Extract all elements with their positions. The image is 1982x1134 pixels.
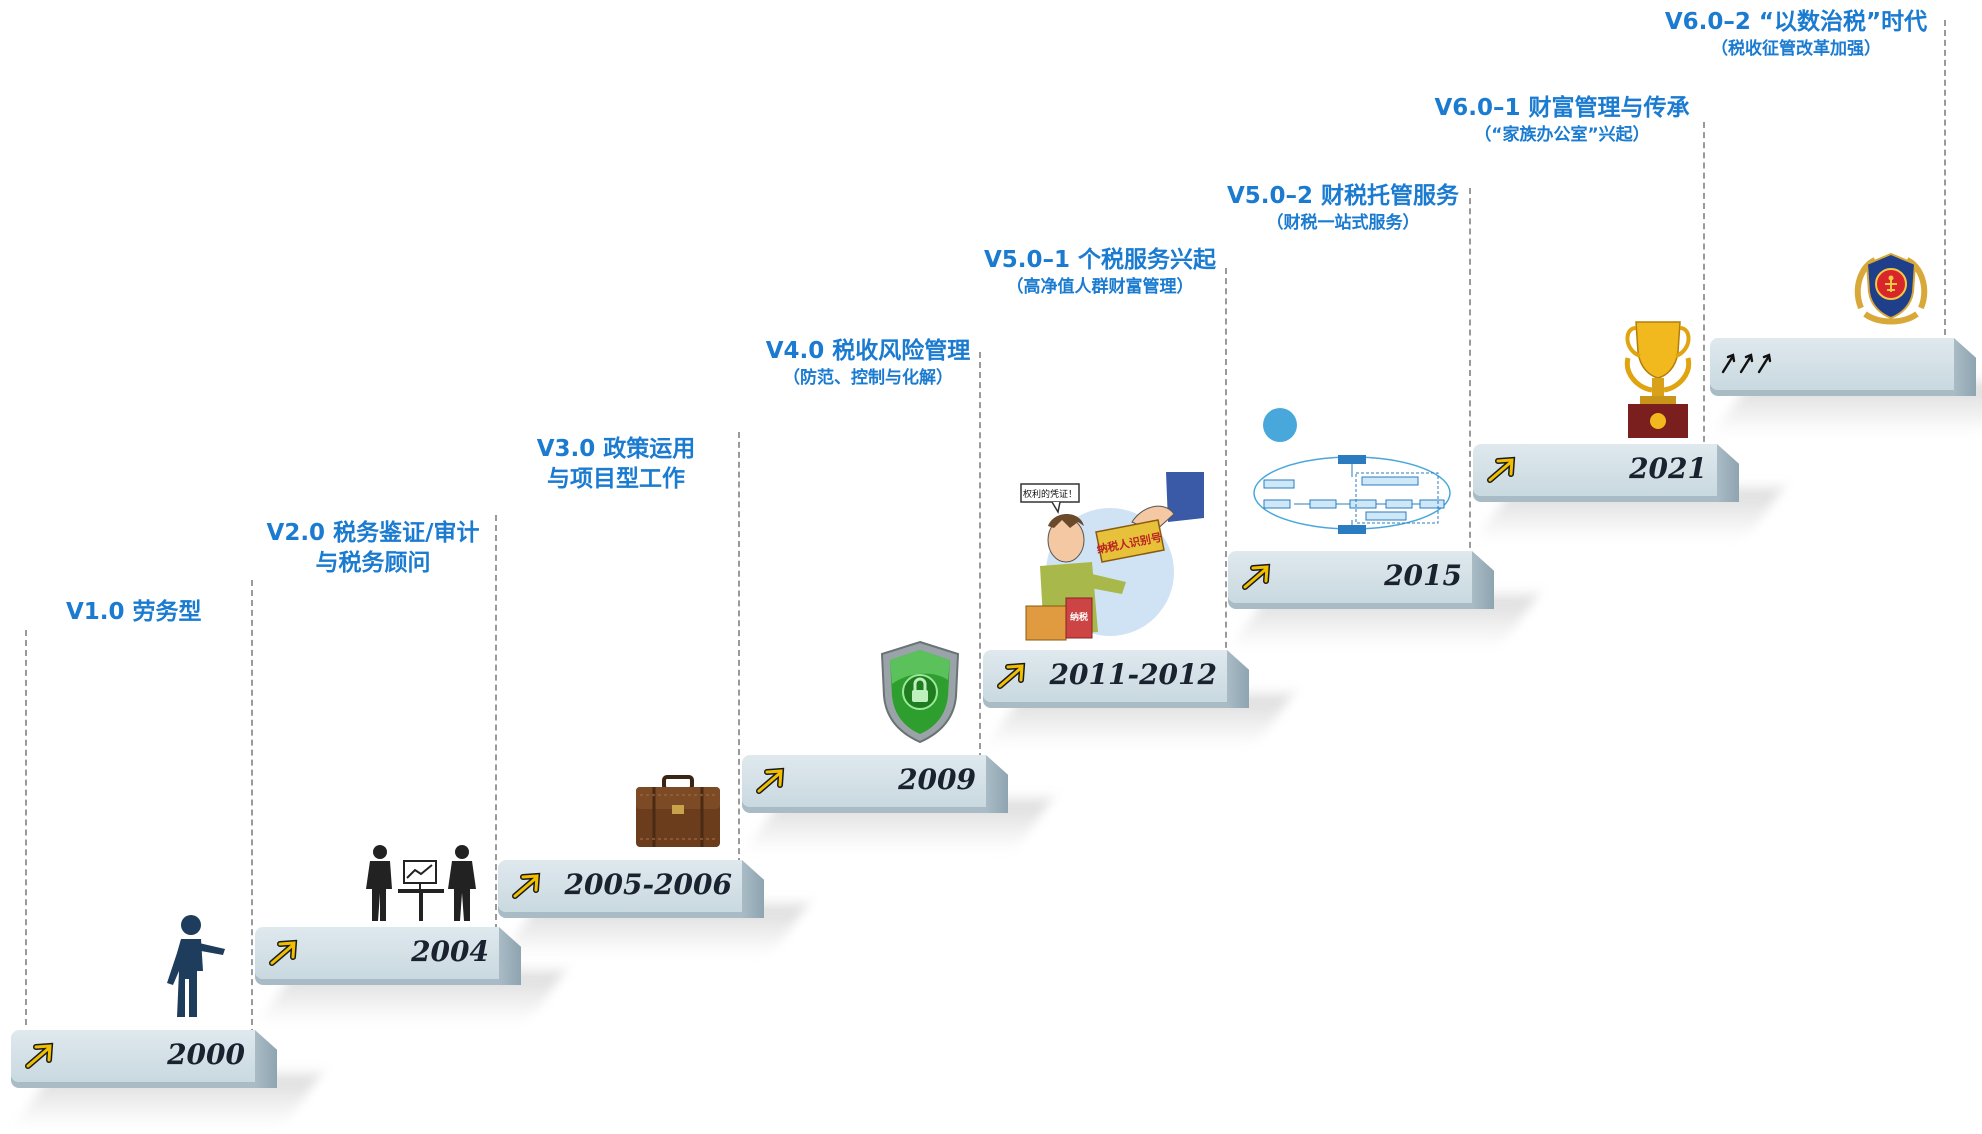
divider-line <box>495 515 497 930</box>
stage-subtitle: （财税一站式服务） <box>1266 213 1420 233</box>
arrow-icon <box>995 658 1029 692</box>
stage-subtitle: （“家族办公室”兴起） <box>1474 125 1650 145</box>
stage-label-v5-1: V5.0–1 个税服务兴起 （高净值人群财富管理） <box>978 245 1222 299</box>
stage-label-v5-2: V5.0–2 财税托管服务 （财税一站式服务） <box>1222 181 1464 235</box>
stage-title: V2.0 税务鉴证/审计 <box>266 520 480 546</box>
arrow-icon <box>754 763 788 797</box>
stage-title: V6.0–2 “以数治税”时代 <box>1664 9 1928 35</box>
step-year: 2005-2006 <box>564 868 732 901</box>
stage-label-v4: V4.0 税收风险管理 （防范、控制与化解） <box>758 336 978 390</box>
meeting-people-icon <box>362 843 480 923</box>
stage-title: V6.0–1 财富管理与传承 <box>1434 95 1690 121</box>
divider-line <box>1469 188 1471 558</box>
stage-subtitle: （防范、控制与化解） <box>783 368 953 388</box>
arrow-icon <box>1240 559 1274 593</box>
step-2005-2006: 2005-2006 <box>498 860 809 956</box>
step-year: 2004 <box>411 935 489 968</box>
stage-label-v2: V2.0 税务鉴证/审计 与税务顾问 <box>259 518 487 578</box>
arrow-icon <box>510 868 544 902</box>
cartoon-bubble-text: 权利的凭证！ <box>1023 488 1077 500</box>
national-emblem-icon <box>1851 248 1931 328</box>
stage-label-v6-1: V6.0–1 财富管理与传承 （“家族办公室”兴起） <box>1428 93 1696 147</box>
step-2000: 2000 <box>11 1030 322 1126</box>
step-2015: 2015 <box>1228 551 1539 647</box>
divider-line <box>1703 122 1705 452</box>
stage-subtitle: （高净值人群财富管理） <box>1006 277 1194 297</box>
stage-subtitle: （税收征管改革加强） <box>1711 39 1881 59</box>
step-2009: 2009 <box>742 755 1053 851</box>
step-year: 2009 <box>898 763 976 796</box>
process-flowchart-icon <box>1250 405 1454 545</box>
stage-title: V3.0 政策运用 <box>536 436 696 462</box>
step-year: 2015 <box>1384 559 1462 592</box>
step-year: 2021 <box>1629 452 1707 485</box>
triple-arrow-icon <box>1718 346 1778 380</box>
step-year: 2011-2012 <box>1049 658 1217 691</box>
divider-line <box>1225 268 1227 658</box>
stage-label-v3: V3.0 政策运用 与项目型工作 <box>524 434 708 494</box>
step-year: 2000 <box>167 1038 245 1071</box>
divider-line <box>251 580 253 1035</box>
divider-line <box>1944 20 1946 335</box>
briefcase-icon <box>634 775 722 849</box>
walking-person-icon <box>163 913 233 1023</box>
stage-label-v1: V1.0 劳务型 <box>66 597 202 627</box>
stage-title: V5.0–2 财税托管服务 <box>1226 183 1460 209</box>
arrow-icon <box>1485 452 1519 486</box>
stage-label-v6-2: V6.0–2 “以数治税”时代 （税收征管改革加强） <box>1658 7 1934 61</box>
divider-line <box>25 630 27 1025</box>
trophy-icon <box>1620 318 1696 440</box>
step-2004: 2004 <box>255 927 566 1023</box>
arrow-icon <box>23 1038 57 1072</box>
step-2021: 2021 <box>1473 444 1784 540</box>
tax-cartoon-icon: 权利的凭证！ 纳税人识别号 纳税 <box>1018 470 1206 648</box>
cartoon-envelope-text: 纳税 <box>1070 611 1088 623</box>
stage-title: V5.0–1 个税服务兴起 <box>983 247 1217 273</box>
stage-title: V1.0 劳务型 <box>66 599 202 625</box>
stage-title-line2: 与税务顾问 <box>315 550 431 576</box>
step-2011-2012: 2011-2012 <box>983 650 1294 746</box>
security-shield-icon <box>878 640 962 744</box>
divider-line <box>738 432 740 864</box>
step-future <box>1710 338 1982 434</box>
arrow-icon <box>267 935 301 969</box>
stage-title: V4.0 税收风险管理 <box>765 338 971 364</box>
stage-title-line2: 与项目型工作 <box>547 466 685 492</box>
divider-line <box>979 352 981 759</box>
